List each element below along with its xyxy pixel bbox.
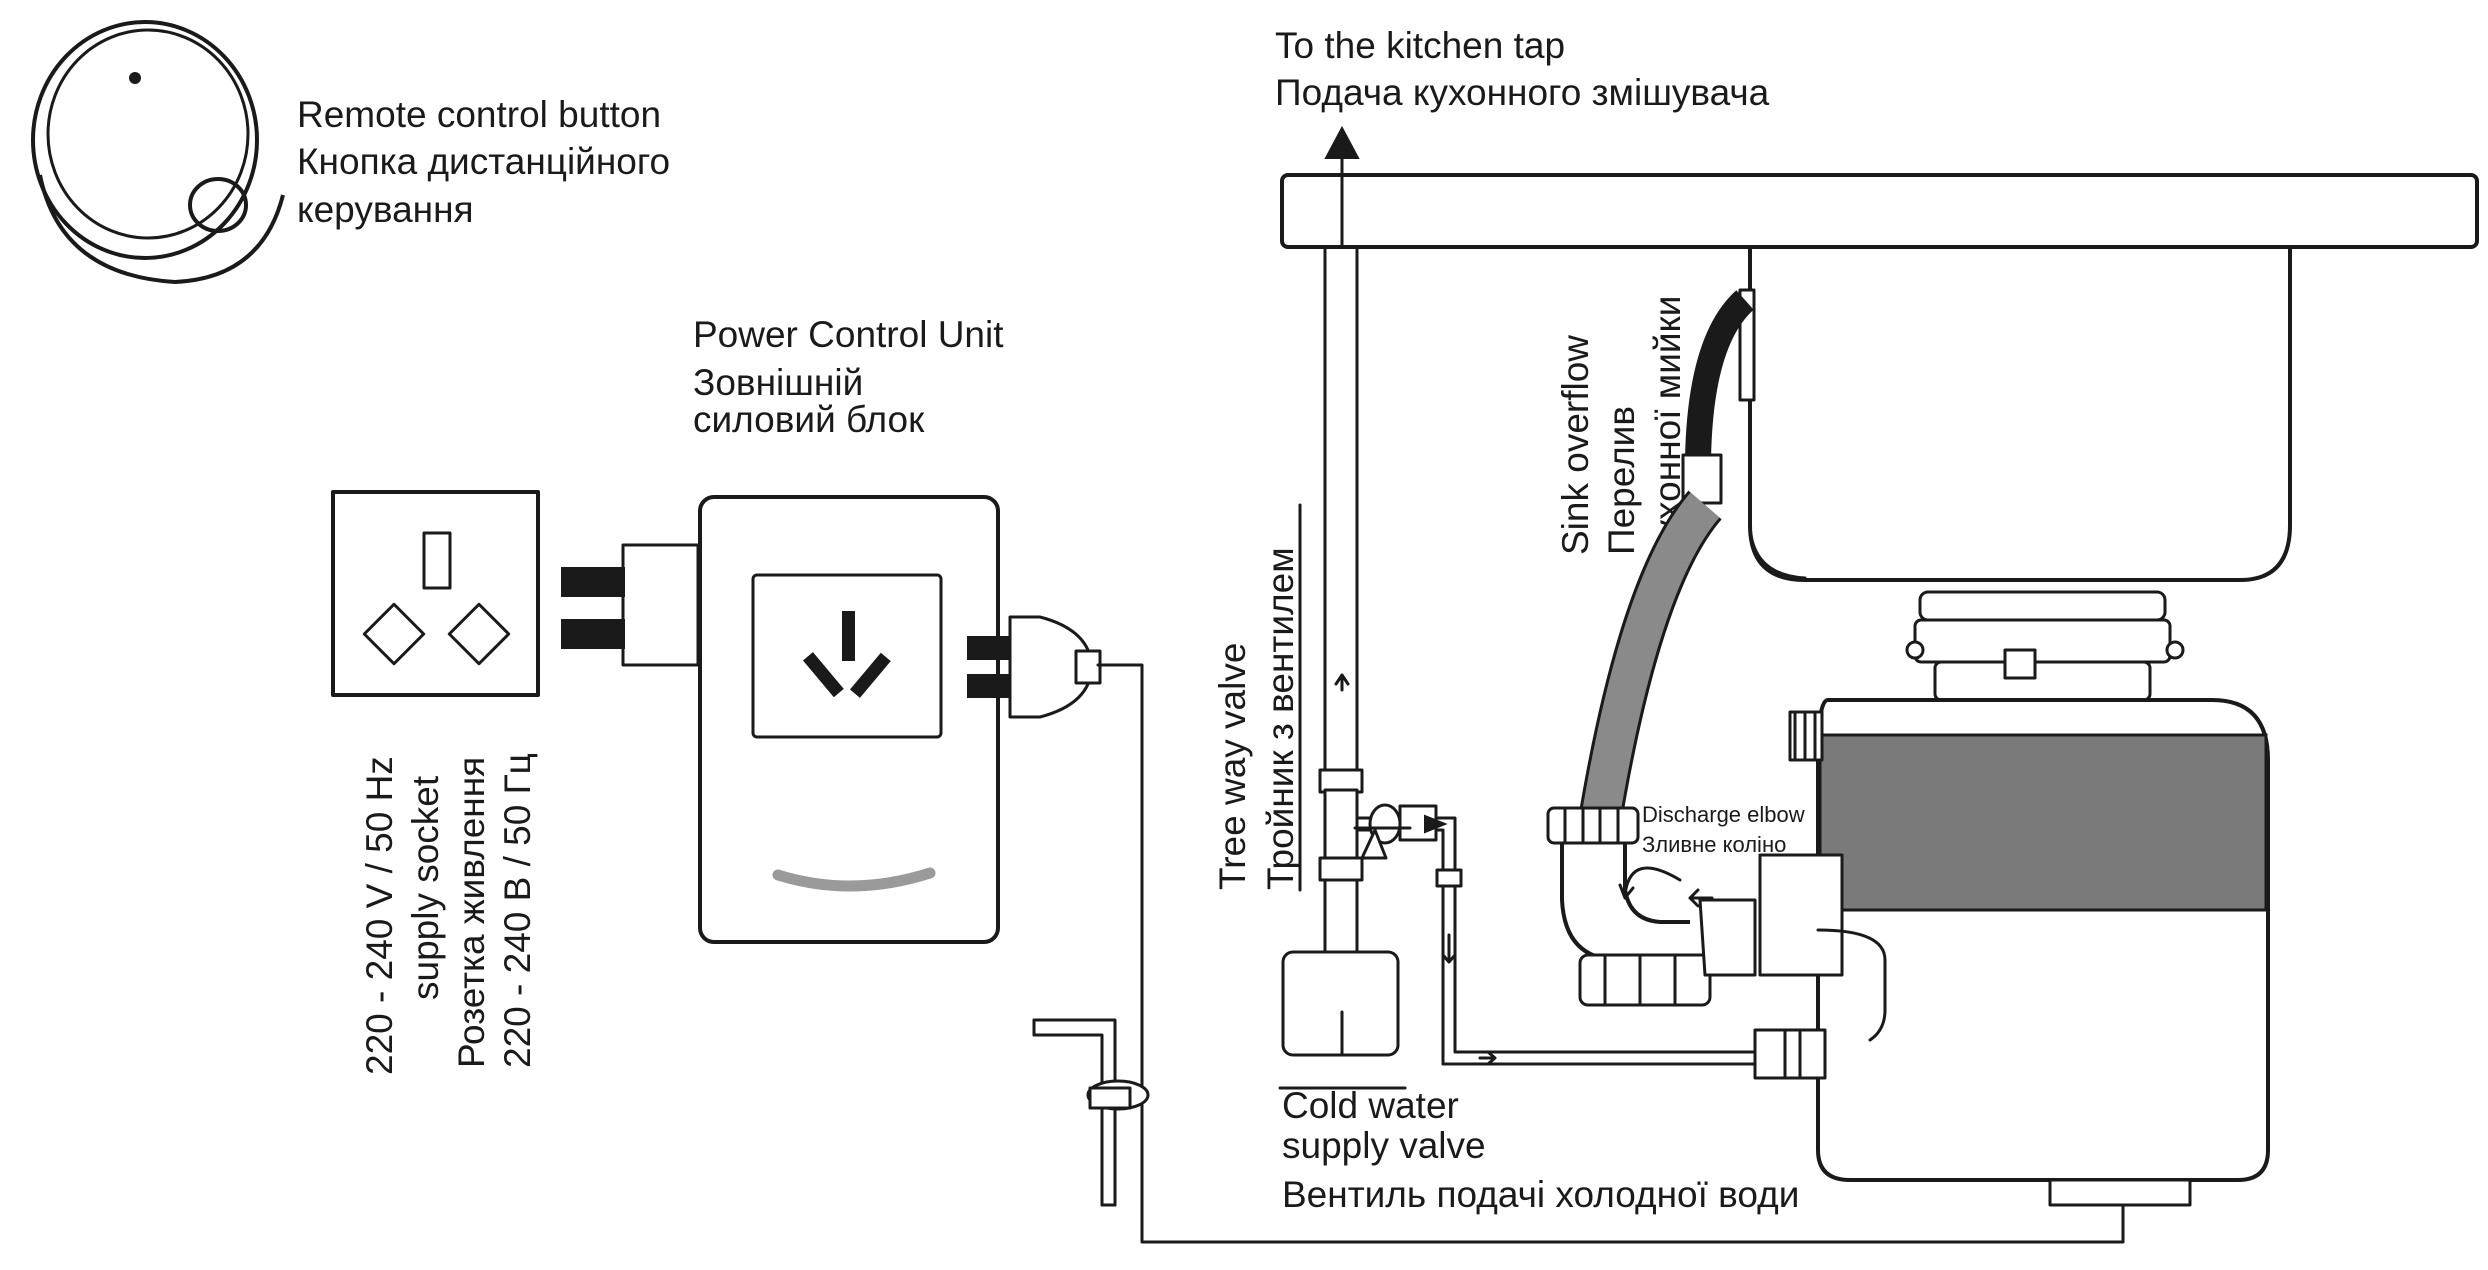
water-feed-line <box>1434 816 1767 1066</box>
overflow-label-en: Sink overflow <box>1555 335 1596 555</box>
cold-water-valve-icon <box>1281 878 1400 1057</box>
sink-bowl <box>1748 245 2292 582</box>
elbow-label-en: Discharge elbow <box>1642 802 1805 827</box>
pcu-label-uk-1: Зовнішній <box>693 362 863 403</box>
tap-label-en: To the kitchen tap <box>1275 25 1565 66</box>
power-control-unit-icon <box>698 495 1000 944</box>
cold-label-en-2: supply valve <box>1282 1125 1486 1166</box>
valve-label-en: Tree way valve <box>1212 643 1253 890</box>
cold-label-uk: Вентиль подачі холодної води <box>1282 1174 1799 1215</box>
disposer-plug-icon <box>967 615 1102 719</box>
remote-label-uk-1: Кнопка дистанційного <box>297 141 670 182</box>
tap-supply-pipe <box>1323 125 1360 782</box>
three-way-valve-icon <box>1318 768 1448 882</box>
remote-label-en: Remote control button <box>297 94 661 135</box>
overflow-label-uk-1: Перелив <box>1601 406 1642 555</box>
pcu-label-en: Power Control Unit <box>693 314 1004 355</box>
remote-label-uk-2: керування <box>297 189 474 230</box>
elbow-label-uk: Зливне коліно <box>1642 832 1786 857</box>
tap-label-uk: Подача кухонного змішувача <box>1275 72 1770 113</box>
socket-label-4: 220 - 240 В / 50 Гц <box>497 753 538 1068</box>
socket-label-3: Розетка живлення <box>451 757 492 1068</box>
remote-button-icon <box>31 20 285 284</box>
air-switch-tube-icon <box>1032 1018 1150 1207</box>
pcu-plug-icon <box>561 543 700 667</box>
food-waste-disposer-icon <box>1753 590 2270 1207</box>
wall-socket-icon <box>331 490 540 697</box>
discharge-elbow-icon <box>1546 806 1757 1007</box>
pcu-label-uk-2: силовий блок <box>693 399 925 440</box>
overflow-hose-icon <box>1578 288 1756 824</box>
socket-label-1: 220 - 240 V / 50 Hz <box>359 756 400 1075</box>
countertop <box>1280 173 2479 249</box>
power-cable <box>1096 663 2125 1244</box>
socket-label-2: supply socket <box>405 775 446 1000</box>
valve-label-uk: Тройник з вентилем <box>1260 547 1301 890</box>
cold-label-en-1: Cold water <box>1282 1085 1459 1126</box>
